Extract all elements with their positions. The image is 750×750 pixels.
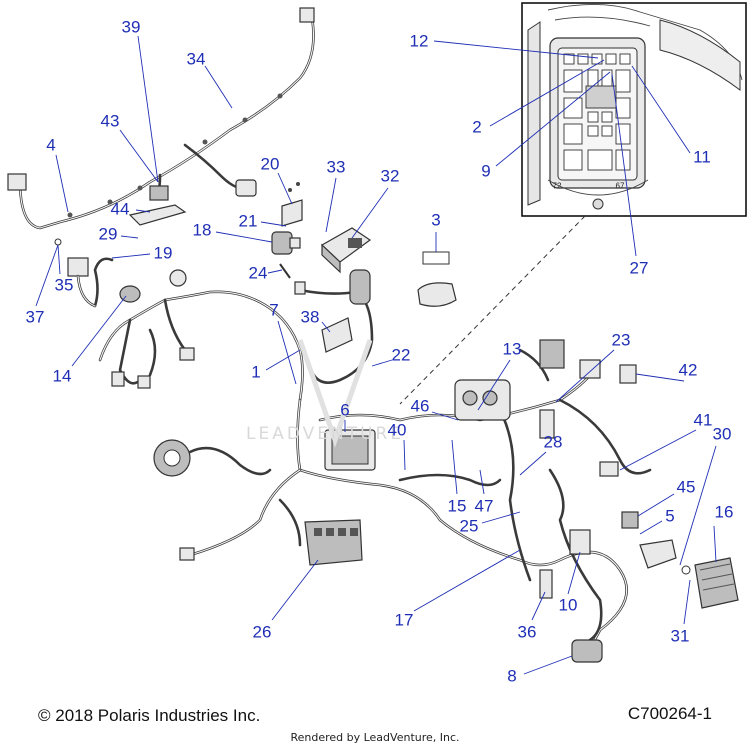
callout-29: 29 [98,224,118,244]
callout-43: 43 [100,111,120,131]
callout-10: 10 [558,595,578,615]
connector-8 [571,639,603,663]
callout-14: 14 [52,366,72,386]
callout-23: 23 [611,330,631,350]
side-connector [235,179,257,197]
small-harness-35 [54,238,114,308]
callout-28: 28 [543,432,563,452]
callout-11: 11 [693,147,711,167]
clip-bracket [149,185,169,201]
upper-harness [7,7,315,230]
callout-18: 18 [192,220,212,240]
callout-8: 8 [507,666,517,686]
callout-41: 41 [693,410,713,430]
throttle-body-13 [454,379,511,421]
callout-26: 26 [252,622,272,642]
rendered-by-text: Rendered by LeadVenture, Inc. [290,731,460,744]
watermark: LEADVENTURE [246,424,405,444]
callout-20: 20 [260,154,280,174]
callout-36: 36 [517,622,537,642]
ecu-32 [320,227,372,274]
callout-37: 37 [25,307,45,327]
inset-pin-left: 72 [552,181,562,191]
terminal-block-26 [304,519,363,566]
callout-21: 21 [238,211,258,231]
callout-24: 24 [248,263,268,283]
callout-40: 40 [387,420,407,440]
callout-25: 25 [459,516,479,536]
callout-34: 34 [186,49,206,69]
callout-39: 39 [121,17,141,37]
callout-5: 5 [665,506,675,526]
callout-47: 47 [474,496,494,516]
cable-7 [294,269,374,384]
pouch-part [417,282,457,307]
callout-12: 12 [409,31,429,51]
callout-leaders [35,35,717,675]
callout-27: 27 [629,258,649,278]
left-harness [98,269,304,402]
front-connector [7,173,27,191]
stator [153,439,272,477]
callout-33: 33 [326,157,346,177]
bracket-44 [128,204,187,226]
bracket-36 [539,569,553,599]
callout-45: 45 [676,477,696,497]
bracket-30 [639,539,677,569]
callout-30: 30 [712,424,732,444]
callout-7: 7 [269,300,279,320]
label-3 [422,251,450,265]
watermark-emblem [297,339,373,448]
voltage-regulator-16 [694,557,739,609]
callout-15: 15 [447,496,467,516]
callout-44: 44 [110,199,130,219]
callout-38: 38 [300,307,320,327]
connector-inset [521,2,747,217]
callout-3: 3 [431,210,441,230]
diagram-code: C700264-1 [627,704,712,723]
callout-42: 42 [678,360,698,380]
rear-connector [299,7,315,23]
relay-assembly [271,182,303,279]
callout-19: 19 [153,243,173,263]
callout-9: 9 [481,161,491,181]
callout-2: 2 [472,117,482,137]
callout-46: 46 [410,396,430,416]
inset-leaders [433,40,691,257]
callout-13: 13 [502,339,522,359]
callout-16: 16 [714,502,734,522]
callout-4: 4 [46,135,56,155]
inset-reference-line [399,215,586,405]
callout-1: 1 [251,362,261,382]
callout-35: 35 [54,275,74,295]
callout-31: 31 [670,626,690,646]
copyright-text: © 2018 Polaris Industries Inc. [38,706,261,725]
callout-32: 32 [380,166,400,186]
inset-pin-right: 67 [615,181,625,191]
callout-6: 6 [340,400,350,420]
callout-22: 22 [391,345,411,365]
callout-17: 17 [394,610,414,630]
